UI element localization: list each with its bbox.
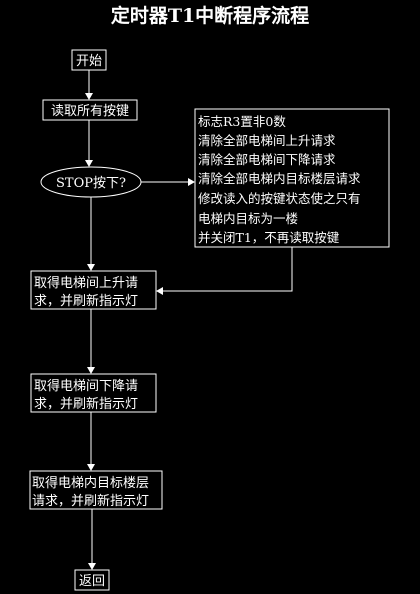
step-target-line1: 取得电梯内目标楼层: [32, 475, 149, 491]
stop-decision-label: STOP按下?: [56, 176, 126, 191]
step-target-box: [29, 470, 163, 510]
read-keys-box: [42, 99, 138, 121]
stop-action-6: 电梯内目标为一楼: [198, 211, 298, 226]
arrowhead-stepup-stepdown: [87, 367, 95, 374]
step-down-box: [30, 373, 157, 413]
arrowhead-stepdown-target: [87, 464, 95, 471]
step-target-line2: 请求，并刷新指示灯: [32, 493, 149, 509]
read-keys-label: 读取所有按键: [51, 104, 129, 119]
stop-action-3: 清除全部电梯间下降请求: [198, 152, 336, 167]
step-down-line2: 求，并刷新指示灯: [34, 396, 138, 412]
arrowhead-read-decision: [85, 160, 93, 167]
connector-actions-stepup: [163, 247, 293, 292]
stop-action-2: 清除全部电梯间上升请求: [198, 133, 336, 148]
stop-action-5: 修改读入的按键状态使之只有: [198, 191, 361, 206]
arrowhead-start-read: [85, 93, 93, 100]
page-title: 定时器T1中断程序流程: [111, 4, 309, 27]
stop-action-4: 清除全部电梯内目标楼层请求: [198, 171, 361, 186]
arrowhead-target-return: [88, 563, 96, 570]
step-up-box: [30, 270, 157, 310]
stop-action-7: 并关闭T1，不再读取按键: [198, 230, 340, 245]
stop-action-1: 标志R3置非0数: [198, 114, 286, 129]
step-up-line2: 求，并刷新指示灯: [34, 293, 138, 309]
step-up-line1: 取得电梯间上升请: [34, 275, 138, 291]
step-down-line1: 取得电梯间下降请: [34, 378, 138, 394]
return-box: [74, 569, 110, 591]
start-label: 开始: [76, 54, 102, 69]
return-label: 返回: [79, 574, 105, 589]
arrowhead-actions-stepup: [156, 287, 163, 295]
arrowhead-decision-stepup: [87, 264, 95, 271]
arrowhead-decision-actions: [188, 178, 195, 186]
